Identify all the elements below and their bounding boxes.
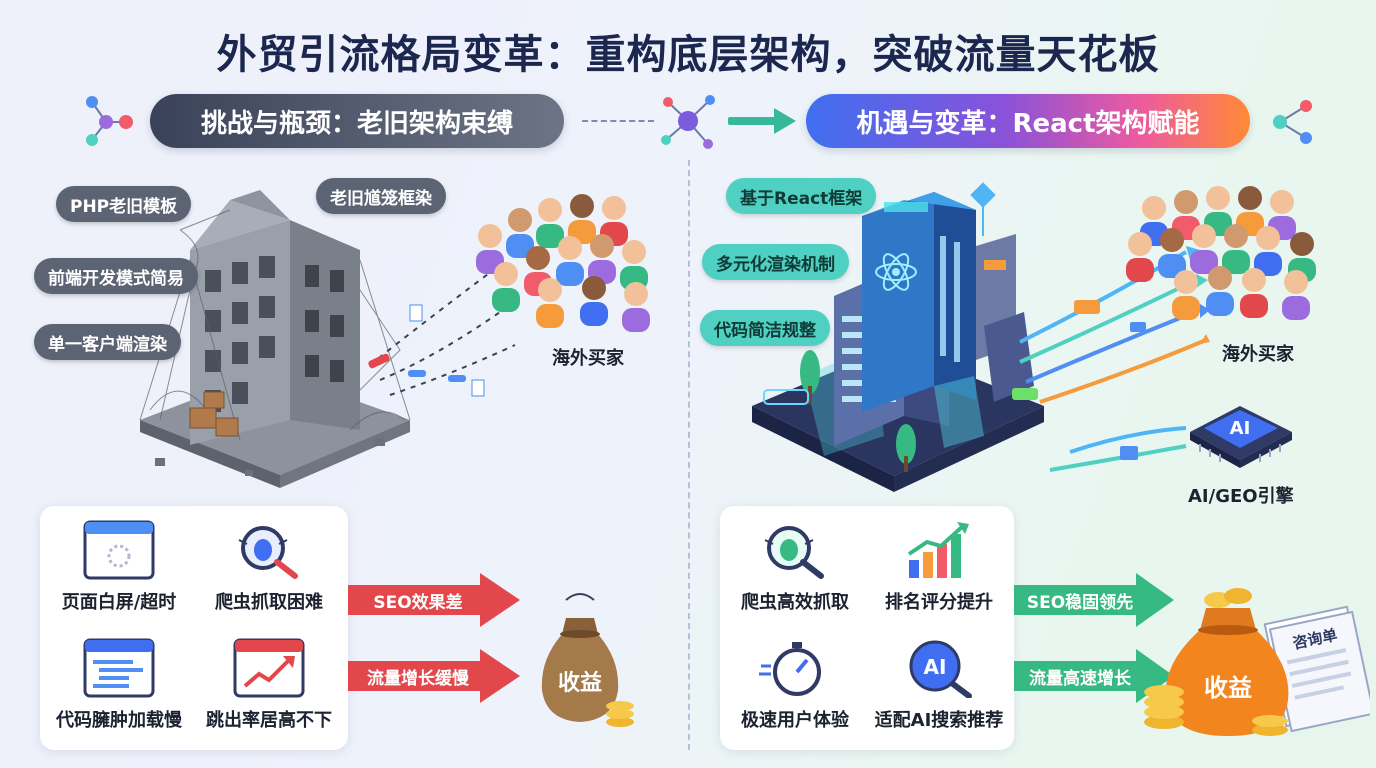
problem-item: 爬虫抓取困难 xyxy=(194,520,344,614)
share-node-icon xyxy=(86,96,133,146)
right-benefits-panel: 爬虫高效抓取 排名评分提升 极速用户体验 AI 适配AI搜索推荐 xyxy=(720,506,1014,750)
share-node-icon xyxy=(1273,100,1312,144)
opportunity-banner: 机遇与变革：React架构赋能 xyxy=(806,94,1250,148)
modern-building-illustration xyxy=(752,182,1044,492)
bar-growth-icon xyxy=(907,522,969,578)
code-window-icon xyxy=(83,638,155,698)
center-divider xyxy=(688,160,690,750)
good-arrow-label: SEO稳固领先 xyxy=(1026,592,1134,613)
bug-magnifier-icon xyxy=(764,526,824,579)
left-bag-label: 收益 xyxy=(558,670,602,696)
challenge-banner: 挑战与瓶颈：老旧架构束缚 xyxy=(150,94,564,148)
tag-legacy-framework: 老旧馗笼框染 xyxy=(316,178,446,214)
benefit-item: AI 适配AI搜索推荐 xyxy=(864,638,1014,732)
ai-icon-text: AI xyxy=(924,655,947,679)
ai-magnifier-icon: AI xyxy=(909,640,972,698)
right-audience-label: 海外买家 xyxy=(1222,344,1294,365)
benefit-item: 爬虫高效抓取 xyxy=(720,520,870,614)
problem-item: 页面白屏/超时 xyxy=(44,520,194,614)
right-arrow-icon xyxy=(728,108,796,134)
good-arrow-label: 流量高速增长 xyxy=(1029,668,1131,689)
money-bag-icon: 咨询单 收益 xyxy=(1144,588,1370,736)
bad-arrow-label: SEO效果差 xyxy=(373,592,463,613)
tag-clean-code: 代码简洁规整 xyxy=(700,310,830,346)
good-arrow-traffic: 流量高速增长 xyxy=(1014,649,1174,703)
bad-arrow-traffic: 流量增长缓慢 xyxy=(348,649,520,703)
weak-traffic-lines xyxy=(368,264,516,397)
tag-php-template: PHP老旧模板 xyxy=(56,186,192,222)
benefit-label: 排名评分提升 xyxy=(885,592,993,613)
problem-label: 跳出率居高不下 xyxy=(206,710,332,731)
chip-text: AI xyxy=(1230,418,1251,439)
tag-multi-rendering: 多元化渲染机制 xyxy=(702,244,849,280)
left-problems-panel: 页面白屏/超时 爬虫抓取困难 代码臃肿加载慢 跳出率居高不下 xyxy=(40,506,348,750)
overseas-buyers-crowd xyxy=(1126,186,1316,320)
right-bag-label: 收益 xyxy=(1204,674,1252,702)
crumbling-building-illustration xyxy=(139,190,411,488)
spinner-window-icon xyxy=(83,520,155,580)
bug-magnifier-icon xyxy=(238,526,298,579)
benefit-item: 排名评分提升 xyxy=(864,520,1014,614)
problem-label: 页面白屏/超时 xyxy=(61,592,177,613)
money-bag-icon: 收益 xyxy=(541,593,634,727)
left-audience-label: 海外买家 xyxy=(552,348,624,369)
bad-arrow-label: 流量增长缓慢 xyxy=(367,668,469,689)
benefit-item: 极速用户体验 xyxy=(720,638,870,732)
ai-chip-icon: AI xyxy=(1190,406,1292,468)
page-title: 外贸引流格局变革：重构底层架构，突破流量天花板 xyxy=(216,32,1160,78)
benefit-label: 适配AI搜索推荐 xyxy=(874,710,1004,731)
tag-client-rendering: 单一客户端渲染 xyxy=(34,324,181,360)
good-arrow-seo: SEO稳固领先 xyxy=(1014,573,1174,627)
connector-dashed-line xyxy=(582,120,654,122)
benefit-label: 爬虫高效抓取 xyxy=(741,592,849,613)
stopwatch-icon xyxy=(759,642,821,696)
benefit-label: 极速用户体验 xyxy=(741,710,849,731)
hub-node-icon xyxy=(661,95,715,149)
tag-react-framework: 基于React框架 xyxy=(726,178,877,214)
bad-arrow-seo: SEO效果差 xyxy=(348,573,520,627)
problem-item: 跳出率居高不下 xyxy=(194,638,344,732)
problem-label: 爬虫抓取困难 xyxy=(215,592,323,613)
problem-item: 代码臃肿加载慢 xyxy=(44,638,194,732)
engine-label: AI/GEO引擎 xyxy=(1188,486,1294,507)
problem-label: 代码臃肿加载慢 xyxy=(56,710,182,731)
tag-simple-frontend: 前端开发模式简易 xyxy=(34,258,198,294)
trend-chart-window-icon xyxy=(233,638,305,698)
overseas-buyers-crowd xyxy=(476,194,650,332)
